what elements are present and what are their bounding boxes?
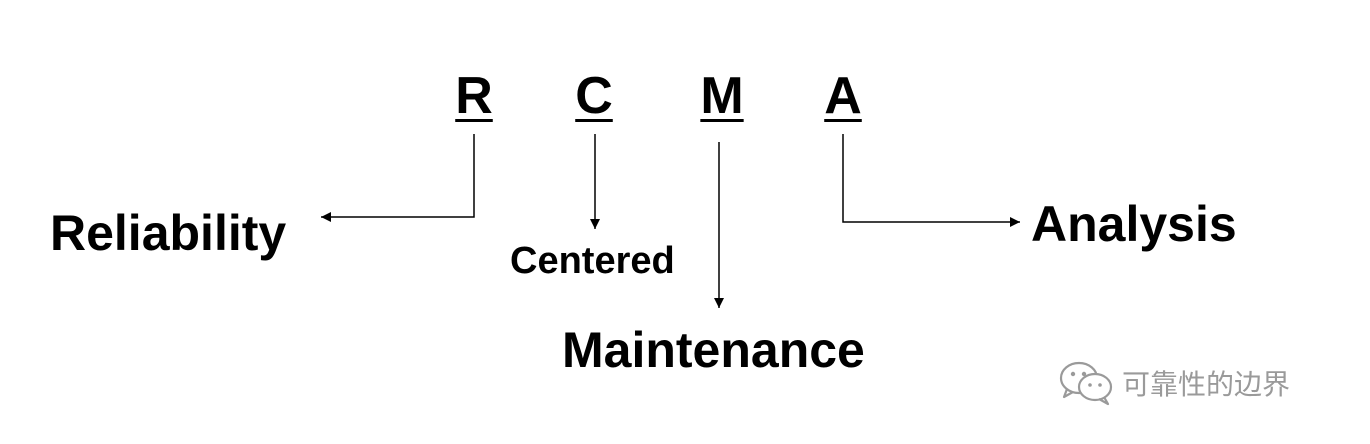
- letter-m: M: [700, 67, 744, 125]
- watermark: 可靠性的边界: [1058, 360, 1290, 406]
- word-analysis: Analysis: [1031, 196, 1237, 252]
- letter-c: C: [575, 67, 613, 125]
- letter-a: A: [824, 67, 862, 125]
- word-centered: Centered: [510, 240, 675, 282]
- word-maintenance: Maintenance: [562, 322, 865, 378]
- watermark-text: 可靠性的边界: [1122, 368, 1291, 401]
- arrow-r-to-reliability: [321, 134, 475, 222]
- letter-r: R: [455, 67, 493, 125]
- word-reliability: Reliability: [50, 205, 287, 261]
- wechat-icon: [1059, 361, 1113, 406]
- arrow-a-to-analysis: [842, 134, 1020, 227]
